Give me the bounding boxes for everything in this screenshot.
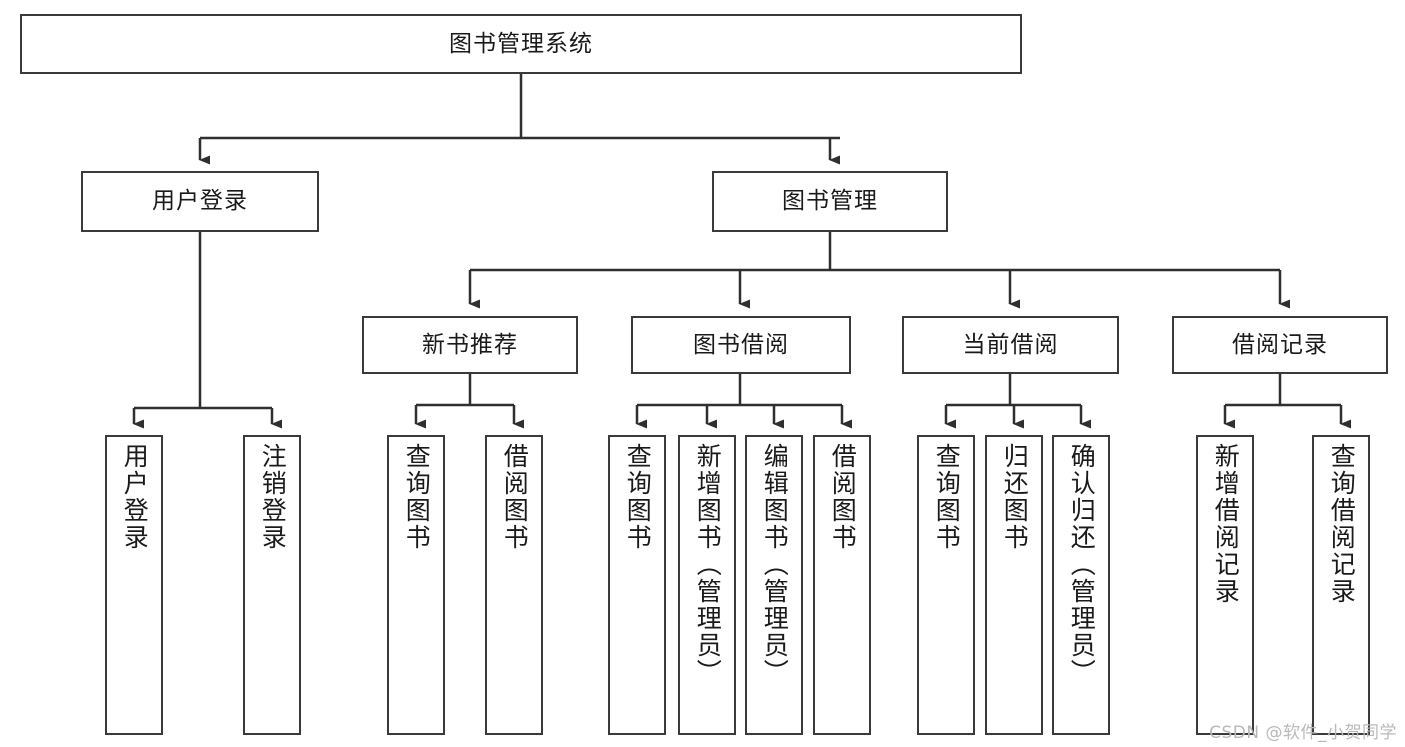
leaf-label: 借阅图书 (500, 443, 530, 551)
node-user-login[interactable]: 用户登录 (81, 171, 319, 232)
leaf-label: 注销登录 (258, 443, 288, 551)
leaf-user-login-login[interactable]: 用户登录 (105, 435, 163, 735)
leaf-book-borrow-edit[interactable]: 编辑图书（管理员） (745, 435, 803, 735)
leaf-borrow-record-query[interactable]: 查询借阅记录 (1312, 435, 1370, 735)
leaf-book-borrow-borrow[interactable]: 借阅图书 (813, 435, 871, 735)
leaf-user-login-logout[interactable]: 注销登录 (243, 435, 301, 735)
node-root-label: 图书管理系统 (449, 30, 593, 57)
leaf-label: 编辑图书（管理员） (760, 443, 790, 686)
leaf-label: 查询借阅记录 (1327, 443, 1357, 605)
leaf-new-book-query[interactable]: 查询图书 (387, 435, 445, 735)
leaf-label: 查询图书 (932, 443, 962, 551)
leaf-label: 新增图书（管理员） (693, 443, 723, 686)
leaf-book-borrow-query[interactable]: 查询图书 (608, 435, 666, 735)
leaf-label: 新增借阅记录 (1211, 443, 1241, 605)
leaf-label: 确认归还（管理员） (1067, 443, 1097, 686)
leaf-borrow-record-add[interactable]: 新增借阅记录 (1196, 435, 1254, 735)
node-new-book-recommend-label: 新书推荐 (422, 331, 518, 358)
csdn-watermark: CSDN @软件_小贺同学 (1209, 723, 1397, 743)
node-current-borrow-label: 当前借阅 (962, 331, 1059, 358)
leaf-current-borrow-return[interactable]: 归还图书 (985, 435, 1043, 735)
leaf-label: 借阅图书 (828, 443, 858, 551)
node-borrow-record-label: 借阅记录 (1232, 331, 1328, 358)
leaf-current-borrow-query[interactable]: 查询图书 (917, 435, 975, 735)
node-book-borrow[interactable]: 图书借阅 (631, 316, 851, 374)
node-book-management-label: 图书管理 (782, 188, 878, 214)
node-user-login-label: 用户登录 (152, 188, 248, 214)
leaf-label: 用户登录 (120, 443, 150, 551)
leaf-new-book-borrow[interactable]: 借阅图书 (485, 435, 543, 735)
node-book-borrow-label: 图书借阅 (693, 331, 789, 358)
node-new-book-recommend[interactable]: 新书推荐 (362, 316, 578, 374)
leaf-label: 查询图书 (623, 443, 653, 551)
node-book-management[interactable]: 图书管理 (712, 171, 948, 232)
node-root[interactable]: 图书管理系统 (20, 14, 1022, 74)
leaf-current-borrow-confirm-return[interactable]: 确认归还（管理员） (1052, 435, 1110, 735)
leaf-label: 查询图书 (402, 443, 432, 551)
leaf-label: 归还图书 (1000, 443, 1030, 551)
leaf-book-borrow-add[interactable]: 新增图书（管理员） (678, 435, 736, 735)
node-borrow-record[interactable]: 借阅记录 (1172, 316, 1388, 374)
node-current-borrow[interactable]: 当前借阅 (902, 316, 1119, 374)
